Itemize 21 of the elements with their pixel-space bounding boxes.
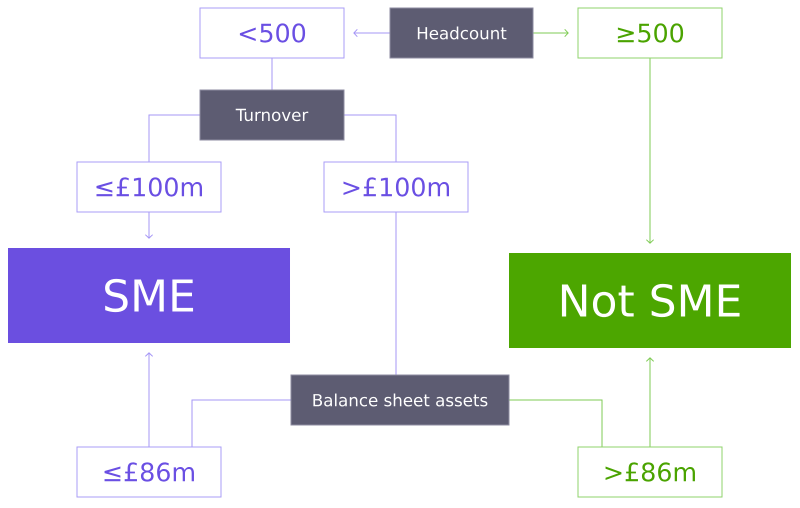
connector-arrow bbox=[533, 28, 569, 38]
connector-line bbox=[509, 400, 602, 447]
connector-arrow bbox=[353, 28, 390, 38]
result-box: SME bbox=[8, 248, 290, 343]
connector-arrow bbox=[646, 58, 654, 244]
connector-line bbox=[344, 114, 396, 162]
connector-arrow bbox=[144, 352, 154, 447]
connector-arrow bbox=[144, 212, 154, 239]
connector-line bbox=[148, 114, 200, 162]
criterion-box: Balance sheet assets bbox=[290, 374, 510, 426]
result-box: Not SME bbox=[509, 253, 791, 348]
condition-box: ≤£100m bbox=[76, 162, 222, 212]
connector-line bbox=[192, 400, 291, 447]
criterion-box: Turnover bbox=[200, 90, 344, 140]
connector-arrow bbox=[646, 357, 654, 447]
condition-box: >£100m bbox=[324, 162, 468, 212]
criterion-box: Headcount bbox=[390, 8, 534, 58]
condition-box: >£86m bbox=[578, 446, 722, 498]
condition-box: ≤£86m bbox=[76, 446, 222, 498]
condition-box: <500 bbox=[200, 8, 344, 58]
condition-box: ≥500 bbox=[578, 8, 722, 58]
